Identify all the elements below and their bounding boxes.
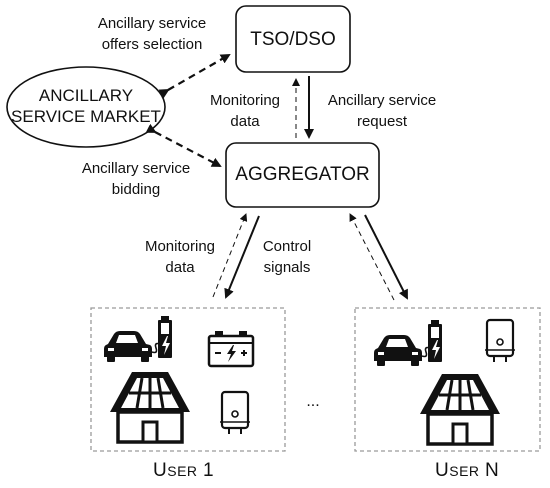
arrow-user1-control: [224, 215, 260, 299]
house-solar-icon: [110, 372, 190, 444]
electric-car-icon: [104, 331, 161, 362]
user1-label-number: 1: [203, 460, 215, 481]
ellipsis: ...: [306, 393, 320, 410]
usern-label: USER N: [435, 460, 499, 482]
monitoring-bottom-label-1: Monitoring: [144, 238, 216, 255]
ancillary-service-market-ellipse: [6, 66, 166, 148]
arrow-usern-monitoring: [349, 213, 395, 301]
usern-label-number: N: [485, 460, 500, 481]
aggregator-box: [225, 142, 380, 208]
car-battery-icon: [207, 331, 255, 368]
monitoring-bottom-label-2: data: [165, 259, 195, 276]
bidding-label-1: Ancillary service: [81, 160, 191, 177]
battery-charging-icon: [158, 316, 172, 358]
market-label-line1: ANCILLARY: [38, 86, 134, 105]
water-heater-icon: [485, 318, 515, 362]
arrow-usern-control: [364, 214, 408, 300]
tso-dso-box: [235, 5, 351, 73]
control-signals-label-1: Control: [262, 238, 312, 255]
tso-dso-label: TSO/DSO: [250, 29, 336, 50]
request-label-1: Ancillary service: [327, 92, 437, 109]
bidding-label-2: bidding: [111, 181, 161, 198]
user1-label-first: U: [153, 460, 168, 481]
usern-label-rest: SER: [449, 463, 480, 479]
arrow-tso-market: [158, 54, 231, 99]
user1-label-rest: SER: [167, 463, 198, 479]
offers-selection-label-2: offers selection: [101, 36, 203, 53]
battery-charging-icon: [428, 320, 442, 362]
electric-car-icon: [374, 335, 431, 366]
water-heater-icon: [220, 390, 250, 434]
user1-label: USER 1: [153, 460, 214, 482]
arrow-user1-monitoring: [212, 213, 248, 298]
offers-selection-label-1: Ancillary service: [97, 15, 207, 32]
monitoring-top-label-2: data: [230, 113, 260, 130]
user1-container: [90, 307, 286, 452]
monitoring-top-label-1: Monitoring: [209, 92, 281, 109]
house-solar-icon: [420, 374, 500, 446]
usern-label-first: U: [435, 460, 450, 481]
arrow-market-aggregator: [145, 123, 222, 167]
request-label-2: request: [356, 113, 408, 130]
market-label-line2: SERVICE MARKET: [11, 107, 161, 126]
usern-container: [354, 307, 541, 452]
control-signals-label-2: signals: [263, 259, 311, 276]
aggregator-label: AGGREGATOR: [235, 164, 370, 185]
